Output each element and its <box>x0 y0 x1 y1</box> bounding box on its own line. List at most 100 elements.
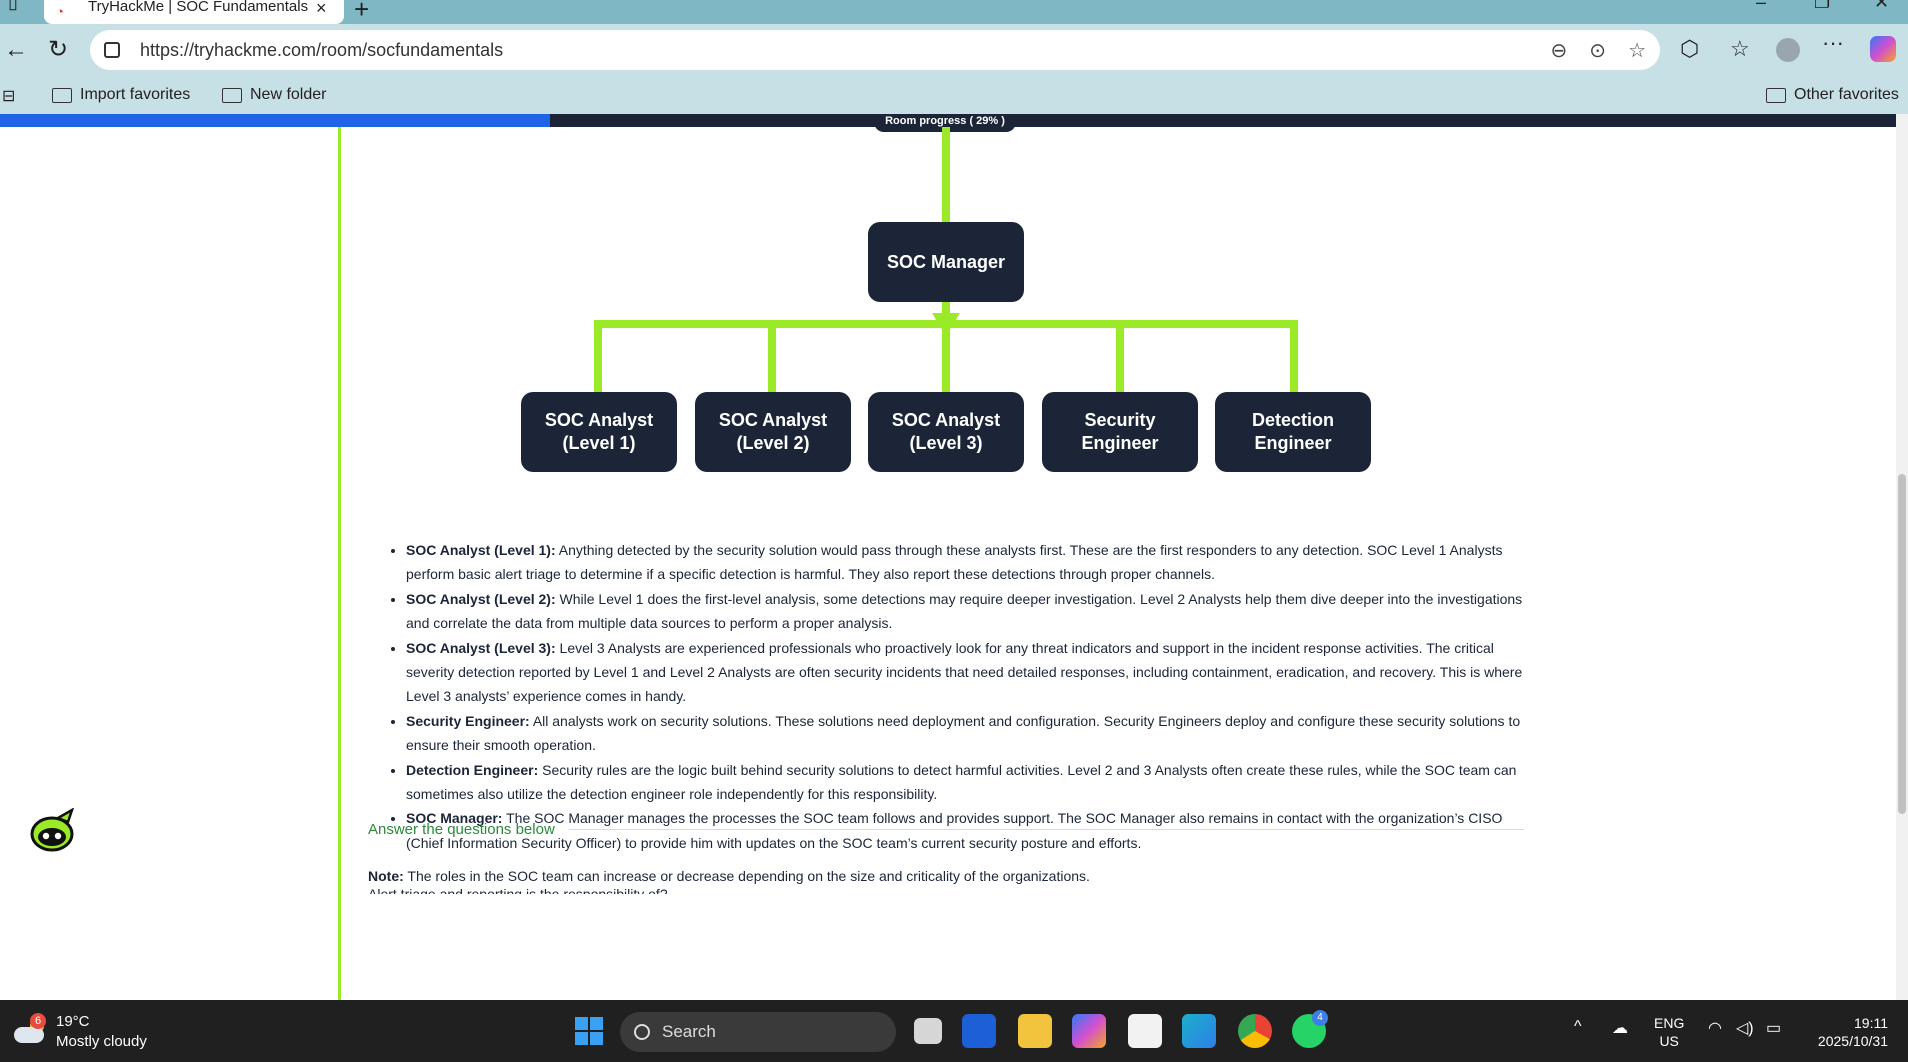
weather-temperature: 19°C <box>56 1013 90 1030</box>
weather-description: Mostly cloudy <box>56 1033 147 1050</box>
whatsapp-badge: 4 <box>1312 1010 1328 1026</box>
org-node-security-engineer: Security Engineer <box>1042 392 1198 472</box>
tryhackme-favicon-icon: ◔ <box>56 4 64 19</box>
role-description: The SOC Manager manages the processes th… <box>406 810 1503 851</box>
taskbar-search[interactable]: Search <box>620 1012 896 1052</box>
favorite-import[interactable]: Import favorites <box>52 86 190 104</box>
scrollbar-thumb[interactable] <box>1898 474 1906 814</box>
refresh-icon[interactable]: ↻ <box>47 36 69 63</box>
input-language[interactable]: ENG US <box>1654 1014 1684 1050</box>
role-term: SOC Manager: <box>406 810 503 827</box>
zoom-out-icon[interactable]: ⊖ <box>1550 39 1568 62</box>
clock[interactable]: 19:11 2025/10/31 <box>1804 1014 1888 1050</box>
start-windows-icon[interactable] <box>572 1014 606 1048</box>
role-term: SOC Analyst (Level 3): <box>406 639 556 656</box>
microsoft-store-icon[interactable] <box>1128 1014 1162 1048</box>
language-region: US <box>1659 1033 1679 1049</box>
role-term: SOC Analyst (Level 2): <box>406 590 556 607</box>
role-description: While Level 1 does the first-level analy… <box>406 590 1523 632</box>
profile-avatar[interactable] <box>1776 38 1800 62</box>
edge-browser-icon[interactable] <box>1182 1014 1216 1048</box>
list-item: SOC Manager: The SOC Manager manages the… <box>406 806 1528 855</box>
role-list: SOC Analyst (Level 1): Anything detected… <box>368 538 1528 855</box>
other-favorites[interactable]: Other favorites <box>1766 86 1899 104</box>
list-item: Security Engineer: All analysts work on … <box>406 709 1528 758</box>
role-descriptions: SOC Analyst (Level 1): Anything detected… <box>368 538 1528 889</box>
answer-questions-header: Answer the questions below <box>368 821 1524 838</box>
role-term: Security Engineer: <box>406 712 530 729</box>
windows-taskbar: 6 19°C Mostly cloudy Search 4 ^ ☁ ENG US <box>0 1000 1908 1062</box>
folder-icon <box>1766 87 1786 103</box>
weather-widget[interactable]: 6 19°C Mostly cloudy <box>12 1012 147 1052</box>
folder-icon <box>222 87 242 103</box>
other-favorites-label: Other favorites <box>1794 86 1899 103</box>
favorite-new-folder[interactable]: New folder <box>222 86 326 104</box>
collections-icon[interactable]: ⊟ <box>2 88 16 105</box>
favorite-star-icon[interactable]: ☆ <box>1628 39 1646 62</box>
copilot-app-icon[interactable] <box>1072 1014 1106 1048</box>
favorites-icon[interactable]: ☆ <box>1730 36 1750 61</box>
role-term: Detection Engineer: <box>406 761 539 778</box>
role-term: SOC Analyst (Level 1): <box>406 542 556 558</box>
close-window-icon[interactable]: ✕ <box>1874 0 1890 12</box>
wifi-icon[interactable]: ◠ <box>1708 1020 1722 1037</box>
network-alert-icon[interactable]: ☁ <box>1612 1020 1628 1037</box>
tab-bar: ▯ ◔ TryHackMe | SOC Fundamentals × + – ❐… <box>0 0 1908 24</box>
file-explorer-icon[interactable] <box>1018 1014 1052 1048</box>
note-text: The roles in the SOC team can increase o… <box>403 868 1090 885</box>
clock-date: 2025/10/31 <box>1817 1033 1888 1049</box>
role-description: Level 3 Analysts are experienced profess… <box>406 639 1523 705</box>
room-progress-fill <box>0 114 550 127</box>
room-progress-label: Room progress ( 29% ) <box>874 114 1016 132</box>
role-description: All analysts work on security solutions.… <box>406 712 1521 754</box>
minimize-icon[interactable]: – <box>1756 0 1767 12</box>
org-node-analyst-level-1: SOC Analyst (Level 1) <box>521 392 677 472</box>
battery-icon[interactable]: ▭ <box>1766 1020 1782 1037</box>
back-icon[interactable]: ← <box>4 36 28 63</box>
extensions-icon[interactable]: ⬡ <box>1680 36 1700 61</box>
address-toolbar: ← ↻ https://tryhackme.com/room/socfundam… <box>0 24 1908 78</box>
app-icon[interactable] <box>962 1014 996 1048</box>
page-scrollbar[interactable] <box>1896 114 1908 1000</box>
tab-title: TryHackMe | SOC Fundamentals <box>88 0 309 15</box>
reading-view-icon[interactable]: ⊙ <box>1589 39 1607 62</box>
new-tab-icon[interactable]: + <box>354 0 370 24</box>
list-item: Detection Engineer: Security rules are t… <box>406 758 1528 807</box>
org-node-soc-manager: SOC Manager <box>868 222 1024 302</box>
restore-icon[interactable]: ❐ <box>1814 0 1831 12</box>
note-paragraph: Note: The roles in the SOC team can incr… <box>368 864 1528 888</box>
close-tab-icon[interactable]: × <box>316 0 327 18</box>
weather-badge: 6 <box>30 1013 46 1029</box>
weather-cloudy-icon: 6 <box>12 1013 46 1047</box>
url-text[interactable]: https://tryhackme.com/room/socfundamenta… <box>140 39 504 60</box>
list-item: SOC Analyst (Level 3): Level 3 Analysts … <box>406 636 1528 709</box>
address-bar[interactable]: https://tryhackme.com/room/socfundamenta… <box>90 30 1660 70</box>
active-tab[interactable]: ◔ TryHackMe | SOC Fundamentals × <box>44 0 344 24</box>
question-text: Alert triage and reporting is the respon… <box>368 886 668 894</box>
lock-icon <box>104 42 120 58</box>
org-node-detection-engineer: Detection Engineer <box>1215 392 1371 472</box>
role-description: Anything detected by the security soluti… <box>406 542 1503 583</box>
language-code: ENG <box>1654 1015 1685 1031</box>
favorites-bar: ⊟ Import favorites New folder Other favo… <box>0 78 1908 114</box>
more-options-icon[interactable]: ··· <box>1822 30 1844 55</box>
search-icon <box>634 1024 650 1040</box>
tryhackme-mascot-icon[interactable] <box>28 808 78 852</box>
import-icon <box>52 87 72 103</box>
heading-divider <box>568 829 1524 830</box>
note-label: Note: <box>368 868 404 885</box>
show-hidden-icons-icon[interactable]: ^ <box>1574 1018 1582 1035</box>
list-item: SOC Analyst (Level 2): While Level 1 doe… <box>406 587 1528 636</box>
answer-heading: Answer the questions below <box>368 821 555 838</box>
task-view-icon[interactable] <box>914 1018 942 1044</box>
favorite-new-folder-label: New folder <box>250 86 327 103</box>
list-item: SOC Analyst (Level 1): Anything detected… <box>406 538 1528 587</box>
chrome-icon[interactable] <box>1238 1014 1272 1048</box>
search-label: Search <box>662 1022 716 1041</box>
copilot-icon[interactable] <box>1870 36 1896 62</box>
sidebar-toggle-icon[interactable]: ▯ <box>8 0 18 12</box>
volume-icon[interactable]: ◁) <box>1736 1020 1754 1037</box>
org-node-analyst-level-3: SOC Analyst (Level 3) <box>868 392 1024 472</box>
role-description: Security rules are the logic built behin… <box>406 761 1517 803</box>
